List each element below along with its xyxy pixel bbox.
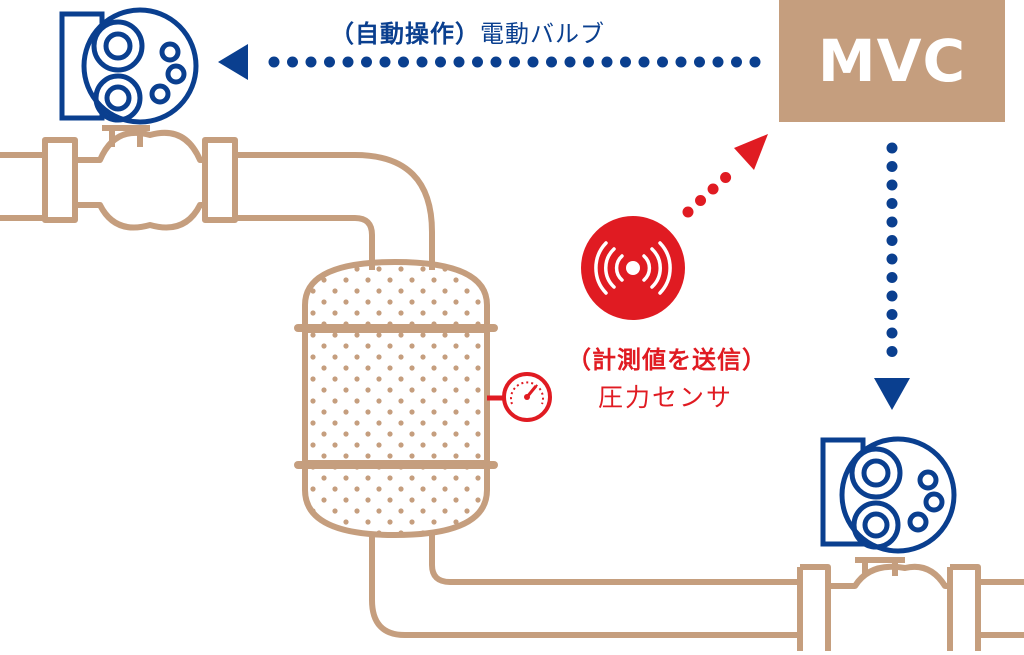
arrow-mvc-to-bottom-valve (874, 142, 910, 410)
filter-tank (294, 258, 498, 539)
mvc-controller-label: MVC (817, 27, 967, 95)
wireless-signal-icon (581, 216, 685, 320)
arrow-mvc-to-top-valve (218, 44, 761, 80)
arrow-sensor-to-mvc (682, 134, 768, 218)
motor-valve-bottom-icon (820, 436, 957, 554)
top-pipe (0, 125, 435, 270)
mvc-controller-box: MVC (779, 0, 1005, 122)
pressure-sensor-name-text: 圧力センサ (598, 383, 734, 412)
bottom-pipe (369, 535, 1024, 651)
motor-valve-action-text: （自動操作） (330, 20, 480, 48)
pressure-sensor-action-text: （計測値を送信） (567, 346, 767, 374)
motor-valve-top-icon (59, 7, 199, 125)
pressure-gauge-icon (487, 372, 552, 422)
motor-valve-name-text: 電動バルブ (480, 20, 605, 48)
motor-valve-caption: （自動操作）電動バルブ (330, 14, 605, 49)
